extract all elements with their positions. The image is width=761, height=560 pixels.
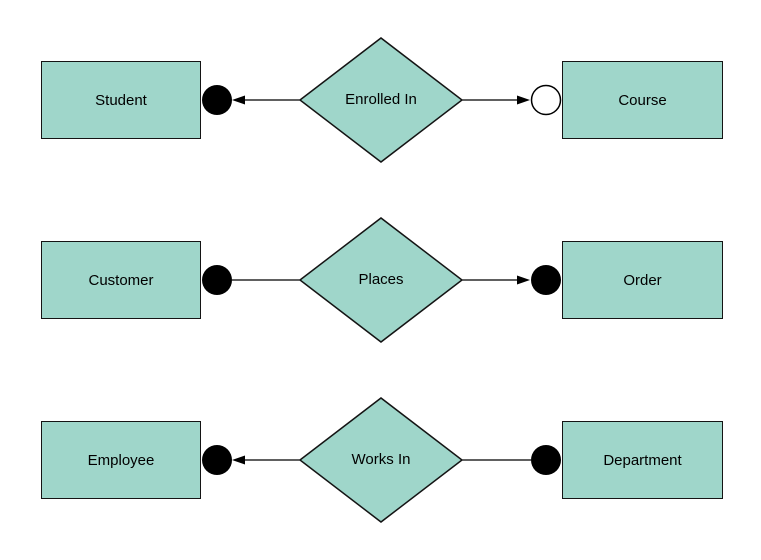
entity-department: Department bbox=[562, 421, 723, 499]
relationship-label-works-in: Works In bbox=[351, 451, 411, 468]
entity-department-label: Department bbox=[603, 451, 682, 469]
arrowhead-right-icon bbox=[517, 95, 530, 105]
entity-student-label: Student bbox=[95, 91, 147, 109]
filled-circle-terminal bbox=[531, 265, 561, 295]
arrowhead-left-icon bbox=[232, 95, 245, 105]
entity-order: Order bbox=[562, 241, 723, 319]
relationship-label-places: Places bbox=[358, 271, 404, 288]
entity-course: Course bbox=[562, 61, 723, 139]
arrowhead-left-icon bbox=[232, 455, 245, 465]
filled-circle-terminal bbox=[531, 445, 561, 475]
relationship-label-enrolled-in: Enrolled In bbox=[345, 91, 417, 108]
arrowhead-right-icon bbox=[517, 275, 530, 285]
entity-employee-label: Employee bbox=[87, 451, 155, 469]
open-circle-terminal bbox=[530, 84, 562, 116]
entity-customer: Customer bbox=[41, 241, 201, 319]
entity-course-label: Course bbox=[618, 91, 667, 109]
entity-order-label: Order bbox=[623, 271, 662, 289]
filled-circle-terminal bbox=[202, 445, 232, 475]
filled-circle-terminal bbox=[202, 85, 232, 115]
entity-customer-label: Customer bbox=[88, 271, 154, 289]
filled-circle-terminal bbox=[202, 265, 232, 295]
entity-student: Student bbox=[41, 61, 201, 139]
entity-employee: Employee bbox=[41, 421, 201, 499]
